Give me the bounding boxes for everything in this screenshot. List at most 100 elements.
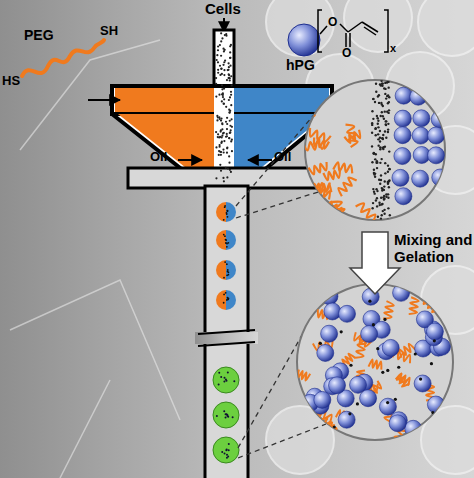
cell-dot [223, 132, 225, 134]
cell-dot [227, 371, 229, 373]
cell-dot [371, 132, 373, 134]
cell-dot [387, 219, 389, 221]
cell-dot [227, 270, 229, 272]
cell-dot [371, 145, 373, 147]
cell-dot [378, 202, 380, 204]
cell-dot [228, 73, 230, 75]
cell-dot [419, 377, 422, 380]
cell-dot [387, 182, 389, 184]
cell-dot [377, 133, 379, 135]
hpg-sphere [379, 398, 396, 415]
cell-dot [229, 57, 231, 59]
cell-dot [223, 74, 225, 76]
cell-dot [221, 451, 223, 453]
cell-dot [384, 110, 386, 112]
cell-dot [215, 131, 217, 133]
cell-dot [371, 124, 373, 126]
cell-dot [229, 65, 231, 67]
cell-dot [220, 154, 222, 156]
hpg-sphere [389, 415, 406, 432]
cell-dot [217, 49, 219, 51]
cell-dot [379, 183, 381, 185]
cell-dot [226, 413, 228, 415]
cell-dot [376, 197, 378, 199]
hpg-sphere [410, 88, 427, 105]
cell-dot [226, 210, 228, 212]
peg-chain [436, 407, 449, 423]
cell-dot [382, 138, 384, 140]
cell-dot [228, 155, 230, 157]
peg-chain [409, 297, 419, 314]
cell-dot [223, 180, 225, 182]
cell-dot [387, 102, 389, 104]
cell-dot [380, 84, 382, 86]
hpg-sphere [329, 377, 346, 394]
cell-dot [216, 59, 218, 61]
cell-dot [376, 161, 378, 163]
cell-dot [222, 132, 224, 134]
cell-dot [387, 128, 389, 130]
hpg-sphere [324, 303, 341, 320]
cell-dot [226, 117, 228, 119]
hpg-sphere [321, 288, 338, 305]
cell-dot [379, 162, 381, 164]
cell-dot [221, 141, 223, 143]
cell-dot [377, 123, 379, 125]
cell-dot [229, 125, 231, 127]
process-arrow [350, 232, 400, 294]
cell-dot [222, 148, 224, 150]
cell-dot [226, 135, 228, 137]
cell-dot [226, 79, 228, 81]
peg-chain [383, 301, 394, 318]
cell-dot [381, 371, 384, 374]
hpg-sphere [317, 344, 334, 361]
cell-dot [387, 207, 389, 209]
cell-dot [373, 152, 375, 154]
cell-dot [226, 454, 228, 456]
cell-dot [368, 300, 371, 303]
microfluidic-chip [88, 18, 360, 478]
cell-dot [372, 98, 374, 100]
cell-dot [387, 123, 389, 125]
cell-dot [383, 318, 386, 321]
inlet-label: Cells [205, 1, 241, 18]
cell-dot [226, 212, 228, 214]
peg-chain [310, 128, 331, 142]
cell-dot [219, 146, 221, 148]
cell-dot [387, 164, 389, 166]
cell-dot [227, 299, 229, 301]
droplet-half [226, 260, 236, 280]
cell-dot [381, 103, 383, 105]
cell-dot [373, 191, 375, 193]
cell-dot [383, 198, 385, 200]
cell-dot [219, 151, 221, 153]
zoom-circle-lower [297, 284, 466, 444]
cell-dot [218, 383, 220, 385]
hpg-sphere [394, 127, 411, 144]
polymer-label: hPG [286, 58, 315, 73]
cell-dot [387, 171, 389, 173]
cell-dot [220, 170, 222, 172]
cell-dot [385, 120, 387, 122]
cell-dot [218, 154, 220, 156]
cell-dot [220, 55, 222, 57]
cell-dot [228, 137, 230, 139]
cell-dot [224, 261, 226, 263]
cell-dot [226, 457, 228, 459]
cell-dot [221, 37, 223, 39]
cell-dot [384, 172, 386, 174]
droplet-half [216, 230, 226, 250]
peg-chain [319, 412, 337, 431]
cell-dot [381, 187, 383, 189]
cell-dot [215, 77, 217, 79]
background-droplets [266, 0, 474, 474]
subscript-label: x [390, 42, 396, 54]
cell-dot [220, 151, 222, 153]
cell-dot [216, 119, 218, 121]
cell-dot [217, 69, 219, 71]
cell-dot [385, 97, 387, 99]
peg-chain [396, 373, 410, 385]
cell-dot [223, 377, 225, 379]
cell-dot [375, 188, 377, 190]
cell-dot [376, 167, 378, 169]
